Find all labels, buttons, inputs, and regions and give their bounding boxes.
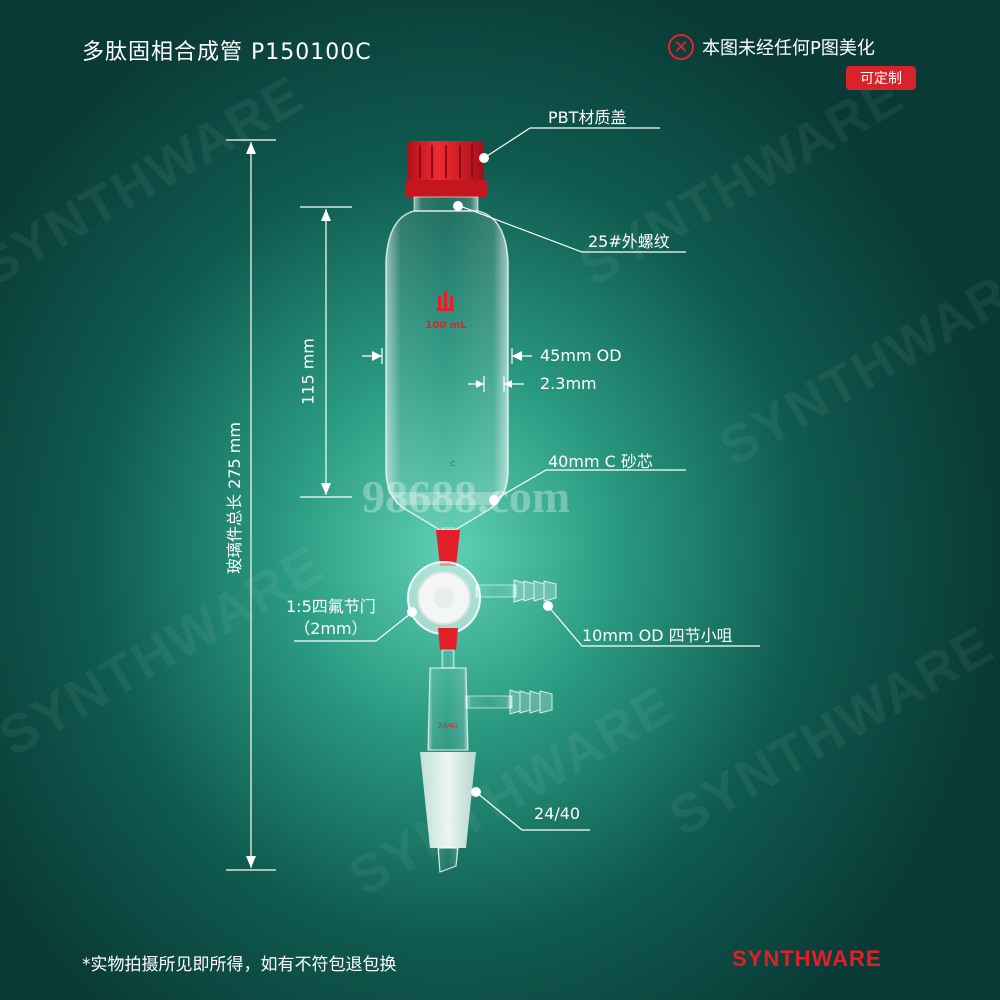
callout-leaders [294, 127, 760, 831]
body-height-label: 115 mm [298, 338, 318, 405]
product-title: 多肽固相合成管 P150100C [82, 40, 372, 65]
no-retouch-notice: ✕ 本图未经任何P图美化 [668, 30, 920, 64]
frit-callout: 40mm C 砂芯 [548, 452, 653, 471]
site-watermark: 98688.com [362, 471, 571, 522]
stopcock-callout-line1: 1:5四氟节门 [286, 597, 376, 616]
callout-dots [407, 153, 553, 797]
hose-callout: 10mm OD 四节小咀 [582, 626, 733, 645]
stopcock-callout: 1:5四氟节门 （2mm） [286, 596, 376, 640]
cap-callout: PBT材质盖 [548, 108, 627, 127]
pbt-cap [405, 141, 487, 197]
stopcock-callout-line2: （2mm） [294, 619, 368, 638]
thread-callout: 25#外螺纹 [588, 232, 670, 251]
ptfe-stopcock [407, 561, 481, 635]
dimension-arrowheads [246, 142, 522, 868]
stopcock-plug-bottom [438, 628, 458, 650]
dimension-lines [226, 139, 532, 871]
volume-mark: 100 mL [425, 320, 467, 331]
wall-thickness-label: 2.3mm [540, 374, 597, 393]
joint-size-mark: 24/40 [438, 722, 458, 730]
close-circle-icon: ✕ [668, 34, 694, 60]
vessel-logo-icon [437, 292, 454, 311]
lower-hose-barb [465, 689, 553, 715]
disclaimer-text: *实物拍摄所见即所得，如有不符包退包换 [82, 955, 397, 975]
adapter-body [427, 667, 469, 751]
ground-glass-joint [420, 752, 476, 848]
brand-logo: SYNTHWARE [732, 946, 882, 971]
drip-tip [437, 847, 459, 873]
joint-callout: 24/40 [534, 804, 581, 823]
sintered-frit [392, 492, 502, 505]
customizable-badge: 可定制 [846, 66, 916, 90]
outer-diameter-label: 45mm OD [540, 346, 622, 365]
notice-text: 本图未经任何P图美化 [702, 38, 875, 59]
frit-grade-mark: C [451, 460, 456, 468]
stopcock-plug-top [436, 530, 460, 566]
upper-hose-barb [475, 579, 557, 603]
total-length-label: 玻璃件总长 275 mm [225, 422, 244, 574]
